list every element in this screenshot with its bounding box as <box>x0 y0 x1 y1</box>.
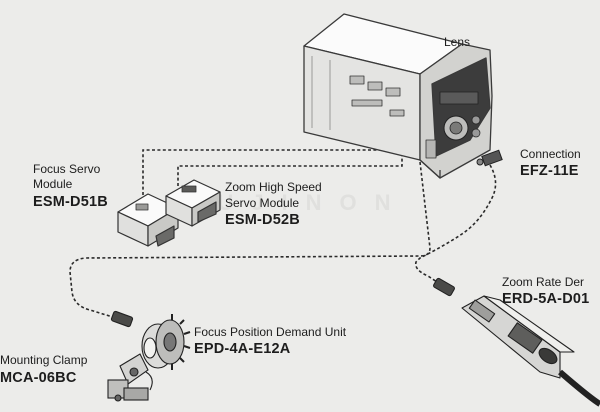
cable-zoom-servo <box>177 140 403 186</box>
lens-label: Lens <box>444 35 471 49</box>
connection-label: Connection <box>520 147 581 161</box>
cable-zoom-rate <box>414 164 497 285</box>
focus-servo-label-line1: Focus Servo <box>33 162 101 176</box>
connection-code: EFZ-11E <box>520 163 579 179</box>
focus-servo-module <box>117 193 179 247</box>
mounting-clamp-label: Mounting Clamp <box>0 353 88 367</box>
focus-servo-label-line2: Module <box>33 177 73 191</box>
zoom-servo-module <box>165 179 221 227</box>
cable-focus-servo <box>142 136 383 195</box>
zoom-servo-label-line1: Zoom High Speed <box>225 180 322 194</box>
focus-position-label: Focus Position Demand Unit <box>194 325 347 339</box>
focus-servo-code: ESM-D51B <box>33 194 108 210</box>
focus-position-code: EPD-4A-E12A <box>194 341 291 357</box>
mounting-clamp <box>107 353 153 402</box>
focus-demand-unit <box>110 310 191 370</box>
zoom-rate-demand <box>433 277 600 407</box>
zoom-servo-label-line2: Servo Module <box>225 196 300 210</box>
mounting-clamp-code: MCA-06BC <box>0 370 77 386</box>
lens-unit <box>303 13 493 179</box>
connection-plug <box>476 149 503 167</box>
zoom-rate-code: ERD-5A-D01 <box>502 291 590 307</box>
zoom-rate-label: Zoom Rate Der <box>502 275 585 289</box>
zoom-servo-code: ESM-D52B <box>225 212 300 228</box>
